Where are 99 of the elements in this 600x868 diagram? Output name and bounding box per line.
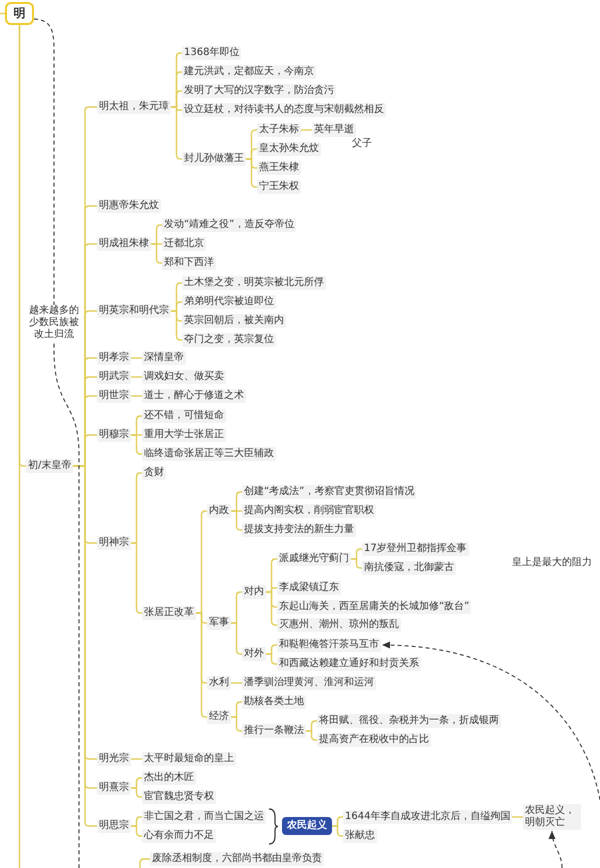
topic-node: 明思宗	[97, 819, 131, 833]
branch-line	[231, 510, 242, 531]
topic-node: 经济	[207, 710, 231, 724]
topic-node: 推行一条鞭法	[242, 724, 306, 738]
branch-line	[266, 653, 277, 665]
topic-node: 临终遗命张居正等三大臣辅政	[142, 447, 276, 461]
branch-line	[306, 730, 317, 741]
branch-line	[131, 376, 142, 378]
topic-node: 宁王朱权	[257, 180, 301, 194]
topic-node: 封儿孙做藩王	[182, 152, 246, 166]
topic-node: 明熹宗	[97, 781, 131, 795]
topic-node: 东起山海关，西至居庸关的长城加修“敌台”	[277, 600, 472, 614]
branch-line	[151, 243, 162, 264]
branch-line	[131, 758, 142, 760]
topic-node: 潘季驯治理黄河、淮河和运河	[242, 676, 376, 690]
topic-node: 非亡国之君，而当亡国之运	[142, 810, 266, 824]
relationship-label: 越来越多的少数民族被改土归流	[28, 305, 80, 341]
branch-line	[171, 310, 182, 341]
topic-node: 明成祖朱棣	[97, 237, 151, 251]
topic-node: 英年早逝	[312, 123, 356, 137]
topic-node: 灭惠州、潮州、琼州的叛乱	[277, 618, 401, 632]
topic-node: 李成梁镇辽东	[277, 581, 341, 595]
topic-node: 贪财	[142, 466, 166, 480]
topic-node: 派戚继光守蓟门	[277, 552, 351, 566]
relationship-line	[34, 18, 80, 868]
topic-node: 心有余而力不足	[142, 829, 216, 843]
topic-node: 明神宗	[97, 536, 131, 550]
branch-line	[231, 682, 242, 684]
topic-node: 弟弟明代宗被迫即位	[182, 295, 276, 309]
branch-line	[131, 395, 142, 397]
topic-node: 郑和下西洋	[162, 256, 216, 270]
topic-node: 英宗回朝后，被关南内	[182, 314, 286, 328]
topic-node: 明英宗和明代宗	[97, 304, 171, 318]
topic-node: 提拔支持变法的新生力量	[242, 523, 356, 537]
branch-line	[231, 716, 242, 732]
branch-line	[266, 591, 277, 626]
topic-node: 农民起义，明朝灭亡	[523, 804, 581, 830]
relationship-arrow	[382, 642, 600, 800]
highlighted-topic-box: 农民起义	[282, 817, 332, 835]
note-text: 父子	[352, 138, 372, 150]
branch-line	[131, 434, 142, 455]
root-topic-box: 明	[5, 2, 34, 25]
topic-node: 和西藏达赖建立通好和封贡关系	[277, 657, 421, 671]
topic-node: 军事	[207, 616, 231, 630]
topic-node: 张献忠	[343, 829, 377, 843]
topic-node: 重用大学士张居正	[142, 428, 226, 442]
topic-node: 南抗倭寇，北御蒙古	[362, 561, 456, 575]
branch-line	[139, 858, 150, 868]
topic-node: 和鞑靼俺答汗茶马互市	[277, 638, 381, 652]
topic-node: 废除丞相制度，六部尚书都由皇帝负责	[150, 852, 324, 866]
topic-node: 建元洪武，定都应天，今南京	[182, 65, 316, 79]
topic-node: 燕王朱棣	[257, 161, 301, 175]
branch-line	[512, 816, 523, 818]
topic-node: 提高资产在税收中的占比	[317, 733, 431, 747]
topic-node: 明惠帝朱允炆	[97, 199, 161, 213]
relationship-arrow	[548, 830, 562, 868]
branch-line	[246, 158, 257, 188]
topic-node: 杰出的木匠	[142, 771, 196, 785]
topic-node: 发明了大写的汉字数字，防治贪污	[182, 84, 336, 98]
topic-node: 土木堡之变，明英宗被北元所俘	[182, 276, 326, 290]
topic-node: 勘核各类土地	[242, 695, 306, 709]
topic-node: 内政	[207, 504, 231, 518]
topic-node: 道士，醉心于修道之术	[142, 389, 246, 403]
topic-node: 明光宗	[97, 752, 131, 766]
topic-node: 发动“靖难之役”，造反夺帝位	[162, 218, 296, 232]
topic-node: 17岁登州卫都指挥佥事	[362, 542, 469, 556]
topic-node: 初/末皇帝	[26, 459, 74, 473]
branch-line	[301, 129, 312, 131]
note-text: 皇上是最大的阻力	[512, 557, 592, 569]
topic-node: 1368年即位	[182, 46, 242, 60]
topic-node: 水利	[207, 676, 231, 690]
topic-node: 对外	[242, 647, 266, 661]
topic-node: 将田赋、徭役、杂税并为一条，折成银两	[317, 714, 501, 728]
topic-node: 迁都北京	[162, 237, 206, 251]
branch-line	[131, 787, 142, 798]
topic-node: 提高内阁实权，削弱宦官职权	[242, 504, 376, 518]
topic-node: 明世宗	[97, 389, 131, 403]
topic-node: 明穆宗	[97, 428, 131, 442]
topic-node: 明太祖，朱元璋	[97, 100, 171, 114]
topic-node: 创建“考成法”，考察官吏贯彻诏旨情况	[242, 485, 416, 499]
topic-node: 明孝宗	[97, 351, 131, 365]
branch-line	[351, 558, 362, 569]
topic-node: 夺门之变，英宗复位	[182, 333, 276, 347]
topic-node: 还不错，可惜短命	[142, 409, 226, 423]
branch-line	[131, 357, 142, 359]
topic-node: 张居正改革	[142, 606, 196, 620]
topic-node: 宦官魏忠贤专权	[142, 790, 216, 804]
topic-node: 皇太孙朱允炆	[257, 142, 321, 156]
branch-line	[131, 825, 142, 837]
topic-node: 设立廷杖，对待读书人的态度与宋朝截然相反	[182, 103, 386, 117]
topic-node: 明武宗	[97, 370, 131, 384]
branch-line	[332, 825, 343, 837]
topic-node: 对内	[242, 585, 266, 599]
topic-node: 太子朱标	[257, 123, 301, 137]
topic-node: 1644年李自成攻进北京后，自缢殉国	[343, 810, 512, 824]
topic-node: 深情皇帝	[142, 351, 186, 365]
topic-node: 调戏妇女、做买卖	[142, 370, 226, 384]
branch-line	[18, 25, 20, 868]
topic-node: 太平时最短命的皇上	[142, 752, 236, 766]
